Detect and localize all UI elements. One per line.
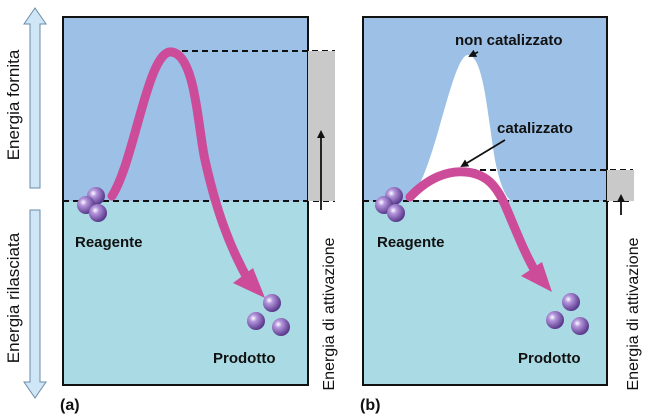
panel-a-reactant-label: Reagente <box>75 234 143 251</box>
panel-a-upper-region <box>63 17 308 201</box>
panel-b-uncatalyzed-peak <box>412 55 510 200</box>
panel-a: Reagente Prodotto Energia di attivazione… <box>60 16 338 414</box>
panel-b-catalyzed-pointer <box>460 139 506 168</box>
panel-b-curve-arrowhead <box>521 262 552 292</box>
panel-b-catalyzed-label: catalizzato <box>497 120 573 137</box>
energy-axis-arrow <box>23 7 47 399</box>
panel-b-uncatalyzed-pointer <box>468 49 479 57</box>
panel-a-reaction-curve <box>107 47 255 288</box>
panel-b-product-molecule <box>546 293 589 335</box>
panel-a-product-molecule <box>247 294 290 336</box>
panel-b-reactant-molecule <box>375 187 405 222</box>
panel-b-reactant-label: Reagente <box>377 234 445 251</box>
panel-a-lower-region <box>63 201 308 385</box>
panel-b-lower-region <box>363 201 607 385</box>
energy-released-label: Energia rilasciata <box>4 232 23 363</box>
panel-b-activation-label: Energia di attivazione <box>625 237 642 390</box>
panel-b-product-label: Prodotto <box>518 350 580 367</box>
panel-a-activation-label: Energia di attivazione <box>321 237 338 390</box>
panel-b-uncatalyzed-label: non catalizzato <box>455 32 563 49</box>
energy-supplied-label: Energia fornita <box>4 49 23 160</box>
panel-a-reactant-molecule <box>77 187 107 222</box>
panel-a-curve-arrowhead <box>233 268 265 298</box>
panel-b-letter: (b) <box>360 397 380 414</box>
panel-b-reaction-curve <box>405 167 543 281</box>
panel-b: non catalizzato catalizzato Reagente Pro… <box>360 16 642 414</box>
panel-a-product-label: Prodotto <box>213 350 275 367</box>
panel-a-letter: (a) <box>60 397 80 414</box>
